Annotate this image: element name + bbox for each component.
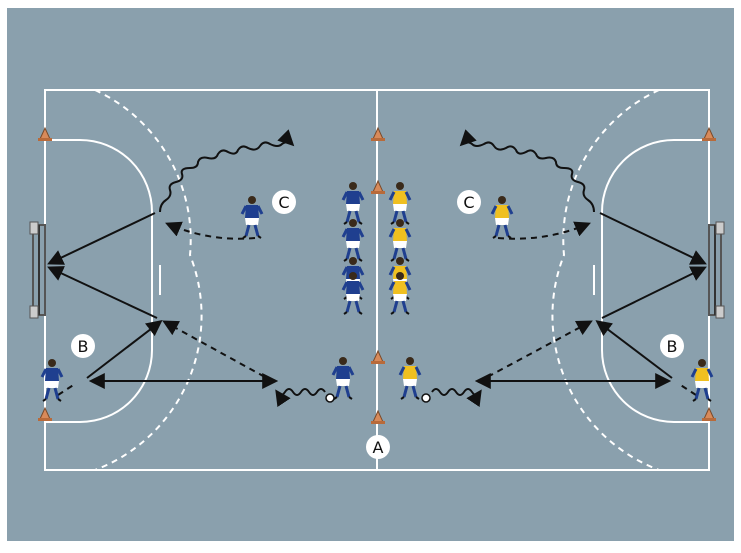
left-goal	[30, 222, 45, 318]
svg-text:B: B	[78, 337, 89, 356]
label-b-right: B	[660, 334, 684, 358]
label-b-left: B	[71, 334, 95, 358]
label-c-right: C	[457, 190, 481, 214]
svg-text:C: C	[463, 193, 474, 212]
svg-text:A: A	[373, 438, 384, 457]
label-a: A	[366, 435, 390, 459]
svg-text:B: B	[667, 337, 678, 356]
svg-text:C: C	[278, 193, 289, 212]
label-c-left: C	[272, 190, 296, 214]
right-goal	[709, 222, 724, 318]
